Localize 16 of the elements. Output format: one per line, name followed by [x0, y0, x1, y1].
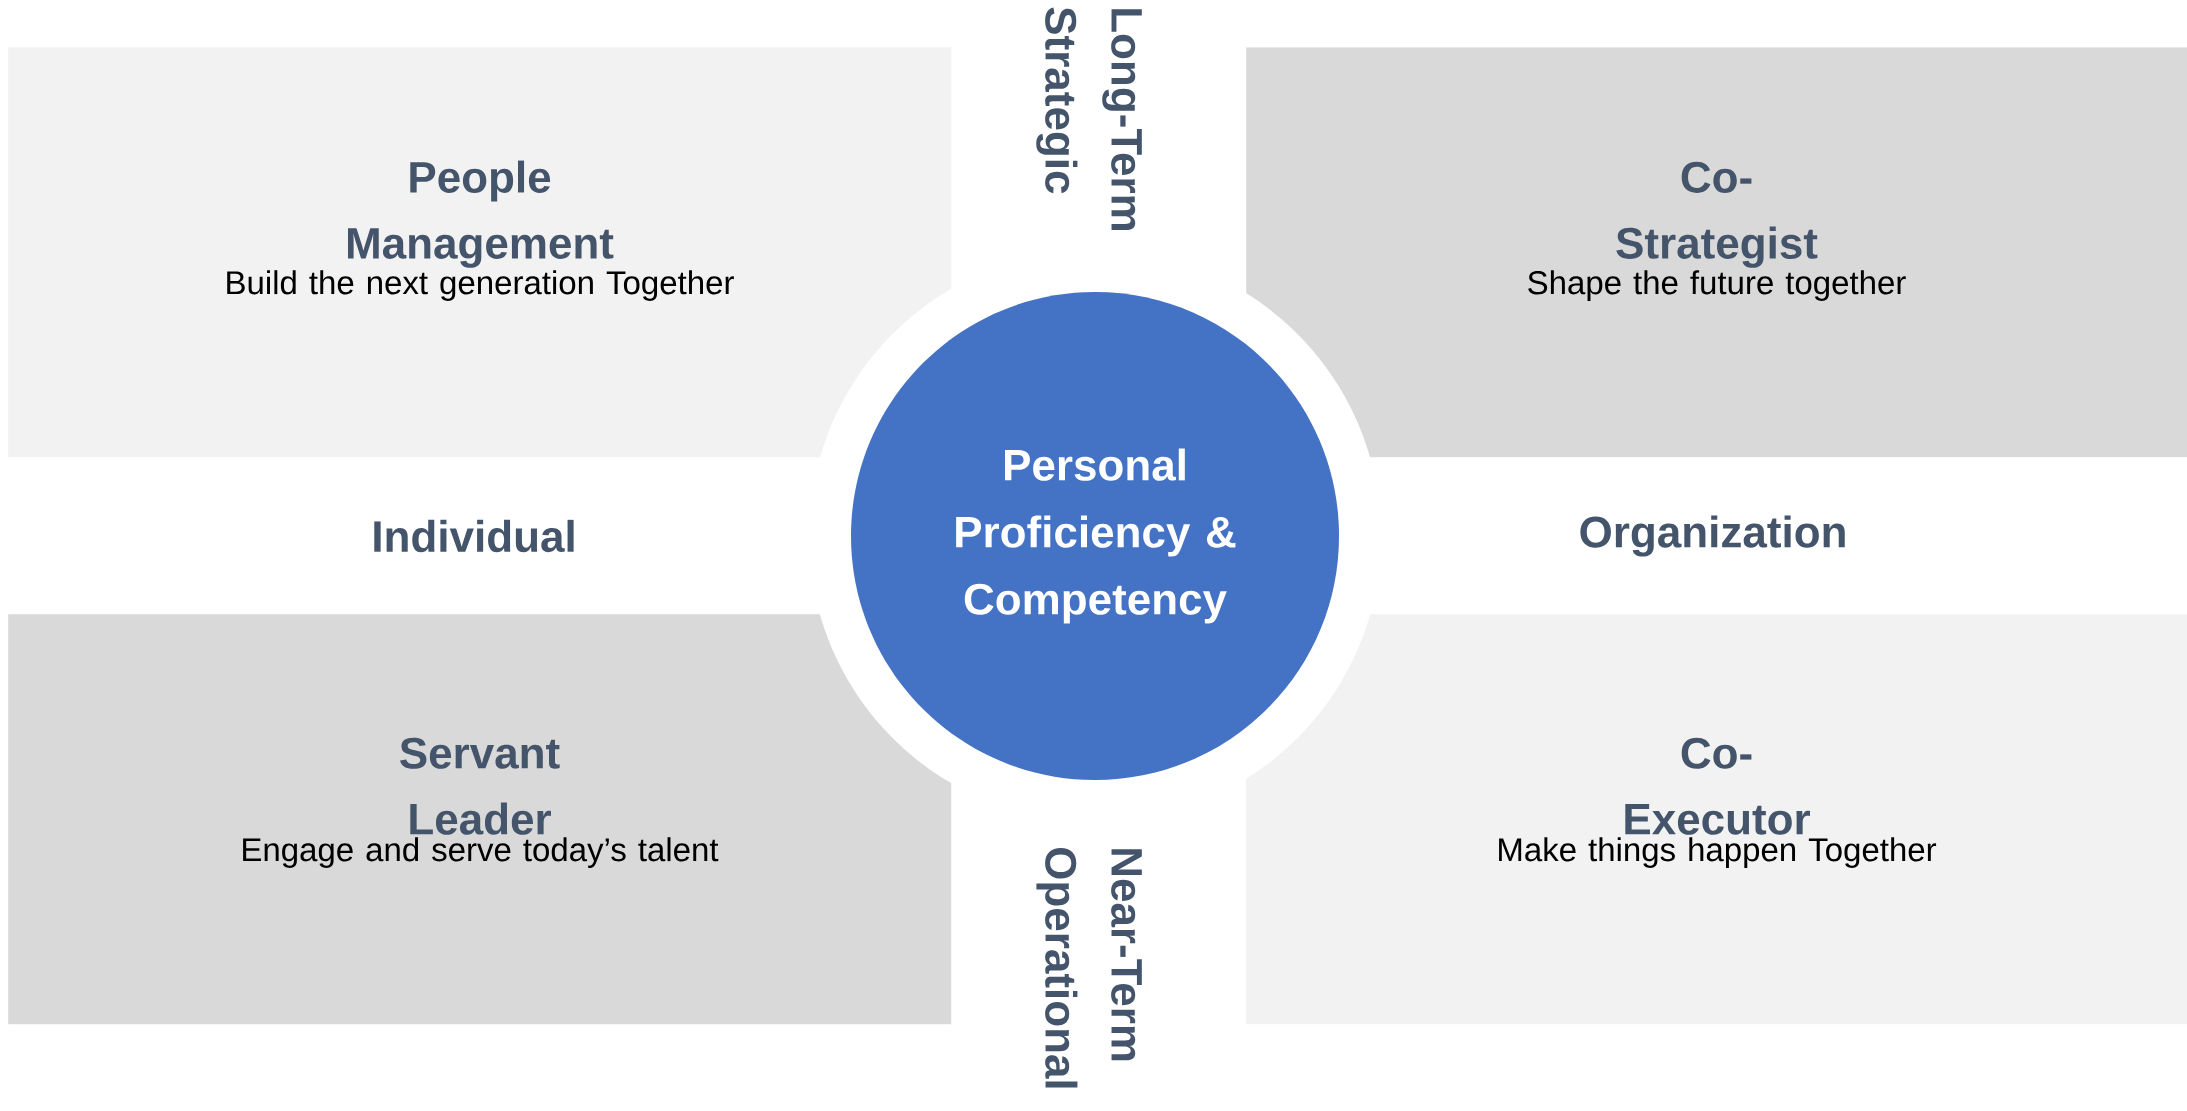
quadrant-box [1246, 614, 2187, 1025]
axis-label: Organization [1580, 515, 1845, 557]
heading-text: People Management [348, 160, 614, 268]
heading-text: Co-Strategist [1616, 161, 1818, 268]
quadrant-box [8, 614, 952, 1025]
axis-label: Individual [374, 519, 574, 553]
axis-label: Long-Term Strategic [1036, 7, 1142, 230]
body-text: Make things happen Together [1499, 837, 1937, 868]
quadrant-box [1246, 47, 2187, 458]
heading-text: Servant Leader [400, 737, 560, 835]
quadrant-box [8, 47, 952, 458]
body-text: Shape the future together [1528, 270, 1906, 301]
axis-label: Near-Term Operational [1036, 848, 1142, 1088]
body-text: Engage and serve today’s talent [243, 837, 719, 868]
body-text: Build the next generation Together [227, 270, 734, 301]
heading-text: Co-Executor [1625, 737, 1810, 835]
